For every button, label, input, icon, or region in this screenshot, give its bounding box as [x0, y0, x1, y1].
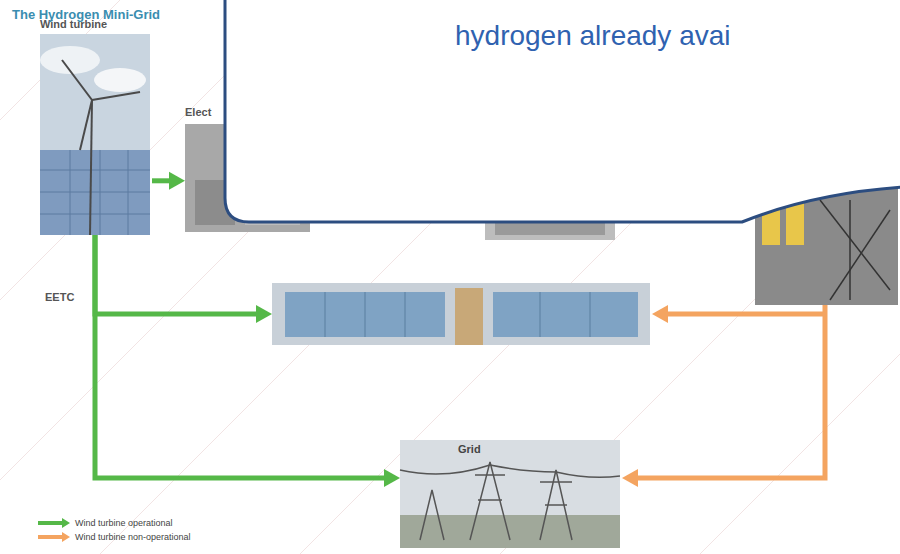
- flow-connector: [95, 235, 272, 323]
- node-label: Grid: [458, 443, 481, 455]
- arrow-head: [384, 469, 400, 487]
- eetc-photo: [272, 283, 650, 345]
- wind-turbine-box: Wind turbine: [40, 16, 152, 235]
- arrow-head: [622, 469, 638, 487]
- legend-arrow: [38, 532, 70, 542]
- legend-swatch: [38, 532, 70, 542]
- grid-box: Grid: [400, 440, 620, 548]
- legend-row: Wind turbine non-operational: [38, 530, 191, 544]
- arrow-head: [169, 172, 185, 190]
- flow-connector: [152, 172, 185, 190]
- flow-connector: [95, 235, 400, 487]
- bubble-border: [225, 0, 900, 222]
- grid-photo: [400, 440, 620, 548]
- non-operational-flow: [636, 305, 825, 478]
- electrolyser-box: Elect: [185, 104, 310, 232]
- eetc-box: EETC: [272, 283, 650, 345]
- legend: Wind turbine operationalWind turbine non…: [38, 516, 191, 544]
- arrow-head: [256, 305, 272, 323]
- legend-swatch: [38, 518, 70, 528]
- callout-text: hydrogen already avai: [455, 20, 731, 52]
- callout-bubble: hydrogen already avai: [222, 0, 900, 230]
- legend-text: Wind turbine operational: [75, 518, 173, 528]
- arrow-head: [652, 305, 668, 323]
- legend-row: Wind turbine operational: [38, 516, 191, 530]
- connector-line: [95, 235, 258, 314]
- wind-turbine-photo: [40, 34, 150, 235]
- legend-text: Wind turbine non-operational: [75, 532, 191, 542]
- diagram-title: The Hydrogen Mini-Grid: [12, 7, 160, 22]
- node-label: EETC: [45, 291, 74, 303]
- node-label: Elect: [185, 106, 211, 118]
- connector-line: [152, 178, 171, 183]
- legend-arrow: [38, 518, 70, 528]
- connector-line: [95, 235, 386, 478]
